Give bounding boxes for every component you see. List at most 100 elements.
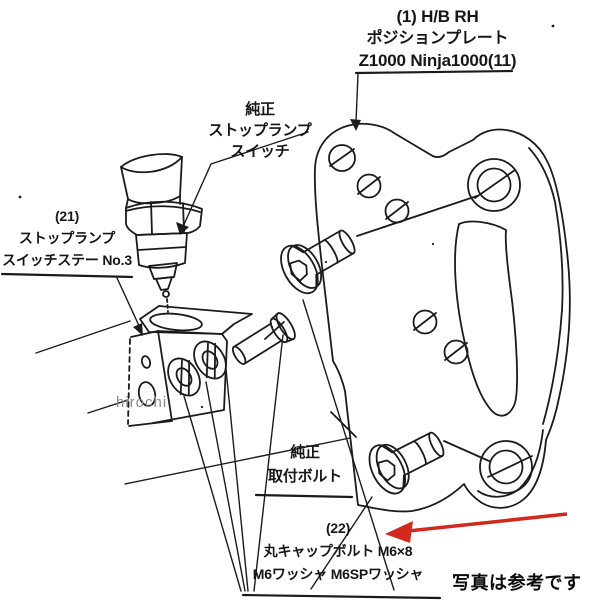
part21-line3: スイッチステー No.3: [2, 252, 132, 268]
part1-arrowhead: [350, 119, 361, 131]
plate-outline: [313, 122, 571, 513]
switch-leader: [181, 131, 309, 230]
switch-line3: スイッチ: [230, 143, 290, 160]
alignment-line: [124, 437, 351, 485]
plate-bolt-hole-lower-inner: [488, 449, 524, 485]
part21-underline: [0, 272, 134, 279]
red-arrow: [385, 512, 568, 543]
plate-hole: [356, 173, 382, 199]
collar-flange-1: [269, 317, 289, 344]
bracket-left-flank: [128, 330, 173, 427]
bracket-hidden-edge: [127, 338, 131, 425]
part22-leader-bolt-lower: [310, 496, 373, 590]
bolt-head-outer: [280, 244, 319, 295]
bolt-hex-socket: [377, 459, 396, 482]
bolt-neck: [291, 245, 318, 288]
part21-line2: ストップランプ: [18, 230, 116, 246]
part22-line1: (22): [325, 520, 351, 536]
part22-leader-bolt-upper: [302, 299, 395, 591]
bolt-shaft: [391, 431, 444, 477]
plate-bolt-hole-lower-outer: [479, 440, 533, 494]
hole-slash: [444, 342, 468, 361]
label-part22-cap-bolt-washers: (22) 丸キャップボルト M6×8 M6ワッシャ M6SPワッシャ: [233, 517, 443, 586]
label-mount-bolt: 純正 取付ボルト: [250, 441, 360, 489]
switch-line1: 純正: [245, 101, 275, 118]
part1-line3: Z1000 Ninja1000(11): [358, 51, 517, 70]
red-arrow-shaft: [407, 512, 568, 533]
bolt-axis-line-lower: [443, 440, 490, 462]
collar-flange-edge: [270, 312, 295, 343]
washer-outer: [193, 340, 227, 380]
part1-underline: [354, 69, 514, 75]
watermark-text: hirochi: [116, 394, 168, 411]
hole-slash: [487, 455, 533, 478]
switch-insert-dashed-line: [166, 298, 169, 313]
noise-dot: [18, 195, 22, 199]
washer-2: [193, 340, 227, 380]
switch-hex-nut: [125, 200, 203, 236]
socket-bolt-upper: [280, 229, 356, 295]
bolt-axis-line-upper: [356, 195, 478, 237]
plate-hole: [328, 144, 356, 172]
noise-dot: [324, 260, 328, 264]
plate-bolt-hole-upper-outer: [467, 158, 521, 212]
hole-slash: [474, 169, 516, 199]
switch-body-band: [137, 246, 187, 251]
washer-inner: [201, 350, 219, 370]
bolt-neck: [381, 444, 405, 489]
switch-boot-rim: [120, 156, 183, 174]
collar-body: [232, 322, 283, 365]
switch-tip-ball: [162, 290, 170, 298]
leader-lines: [0, 69, 514, 600]
washer-1: [167, 357, 201, 397]
position-plate: [264, 122, 571, 513]
part1-leader: [355, 73, 359, 123]
hole-slash: [357, 176, 381, 195]
switch-stay-bracket: [127, 305, 253, 427]
noise-dots: [18, 24, 555, 409]
bolt-head-rim: [375, 443, 410, 490]
part21-line1: (21): [54, 208, 80, 224]
switch-body: [135, 232, 188, 269]
switch-step: [148, 262, 178, 280]
bolt-shaft-end: [428, 431, 445, 458]
plate-hole: [443, 339, 469, 365]
washer-outer: [167, 357, 201, 397]
noise-dot: [200, 405, 204, 409]
stop-lamp-switch: [120, 153, 203, 313]
label-part1-position-plate: (1) H/B RH ポジションプレート Z1000 Ninja1000(11): [335, 6, 540, 72]
collar-spacer: [231, 312, 296, 365]
bracket-front-face: [152, 330, 228, 424]
photo-reference-caption: 写真は参考です: [452, 573, 582, 593]
bolt-head-rim: [287, 244, 323, 289]
bracket-small-hole: [140, 355, 152, 369]
washer-slash: [205, 342, 217, 379]
mount-bolt-underline: [254, 493, 354, 499]
switch-line2: ストップランプ: [208, 122, 312, 139]
bolt-axis-line-lower-rear: [330, 411, 357, 438]
part22-leader-washer3: [225, 368, 249, 592]
part21-arrowhead: [133, 323, 143, 336]
bolt-shaft-end: [338, 229, 356, 255]
washer-inner: [175, 367, 193, 387]
part21-leader: [116, 277, 142, 331]
part1-line1: (1) H/B RH: [396, 7, 479, 26]
plate-edge-thickness: [528, 147, 564, 425]
part22-line2: 丸キャップボルト M6×8: [263, 543, 413, 559]
hole-slash: [329, 148, 355, 167]
part1-line2: ポジションプレート: [366, 30, 509, 47]
red-arrowhead: [385, 521, 413, 543]
noise-dot: [431, 242, 435, 246]
plate-cutout: [454, 220, 518, 417]
bolt-thread-line: [323, 239, 339, 264]
part22-leader-washer1: [183, 395, 242, 592]
washer-slash: [179, 359, 191, 396]
noise-dot: [270, 325, 274, 329]
collar-end: [231, 345, 247, 365]
label-part21-switch-stay: (21) ストップランプ スイッチステー No.3: [0, 205, 134, 271]
part22-leader-collar: [253, 334, 284, 592]
frame-line-2: [87, 399, 129, 414]
switch-boot: [120, 153, 183, 205]
frame-line-1: [35, 320, 131, 354]
plate-hole: [412, 309, 438, 335]
